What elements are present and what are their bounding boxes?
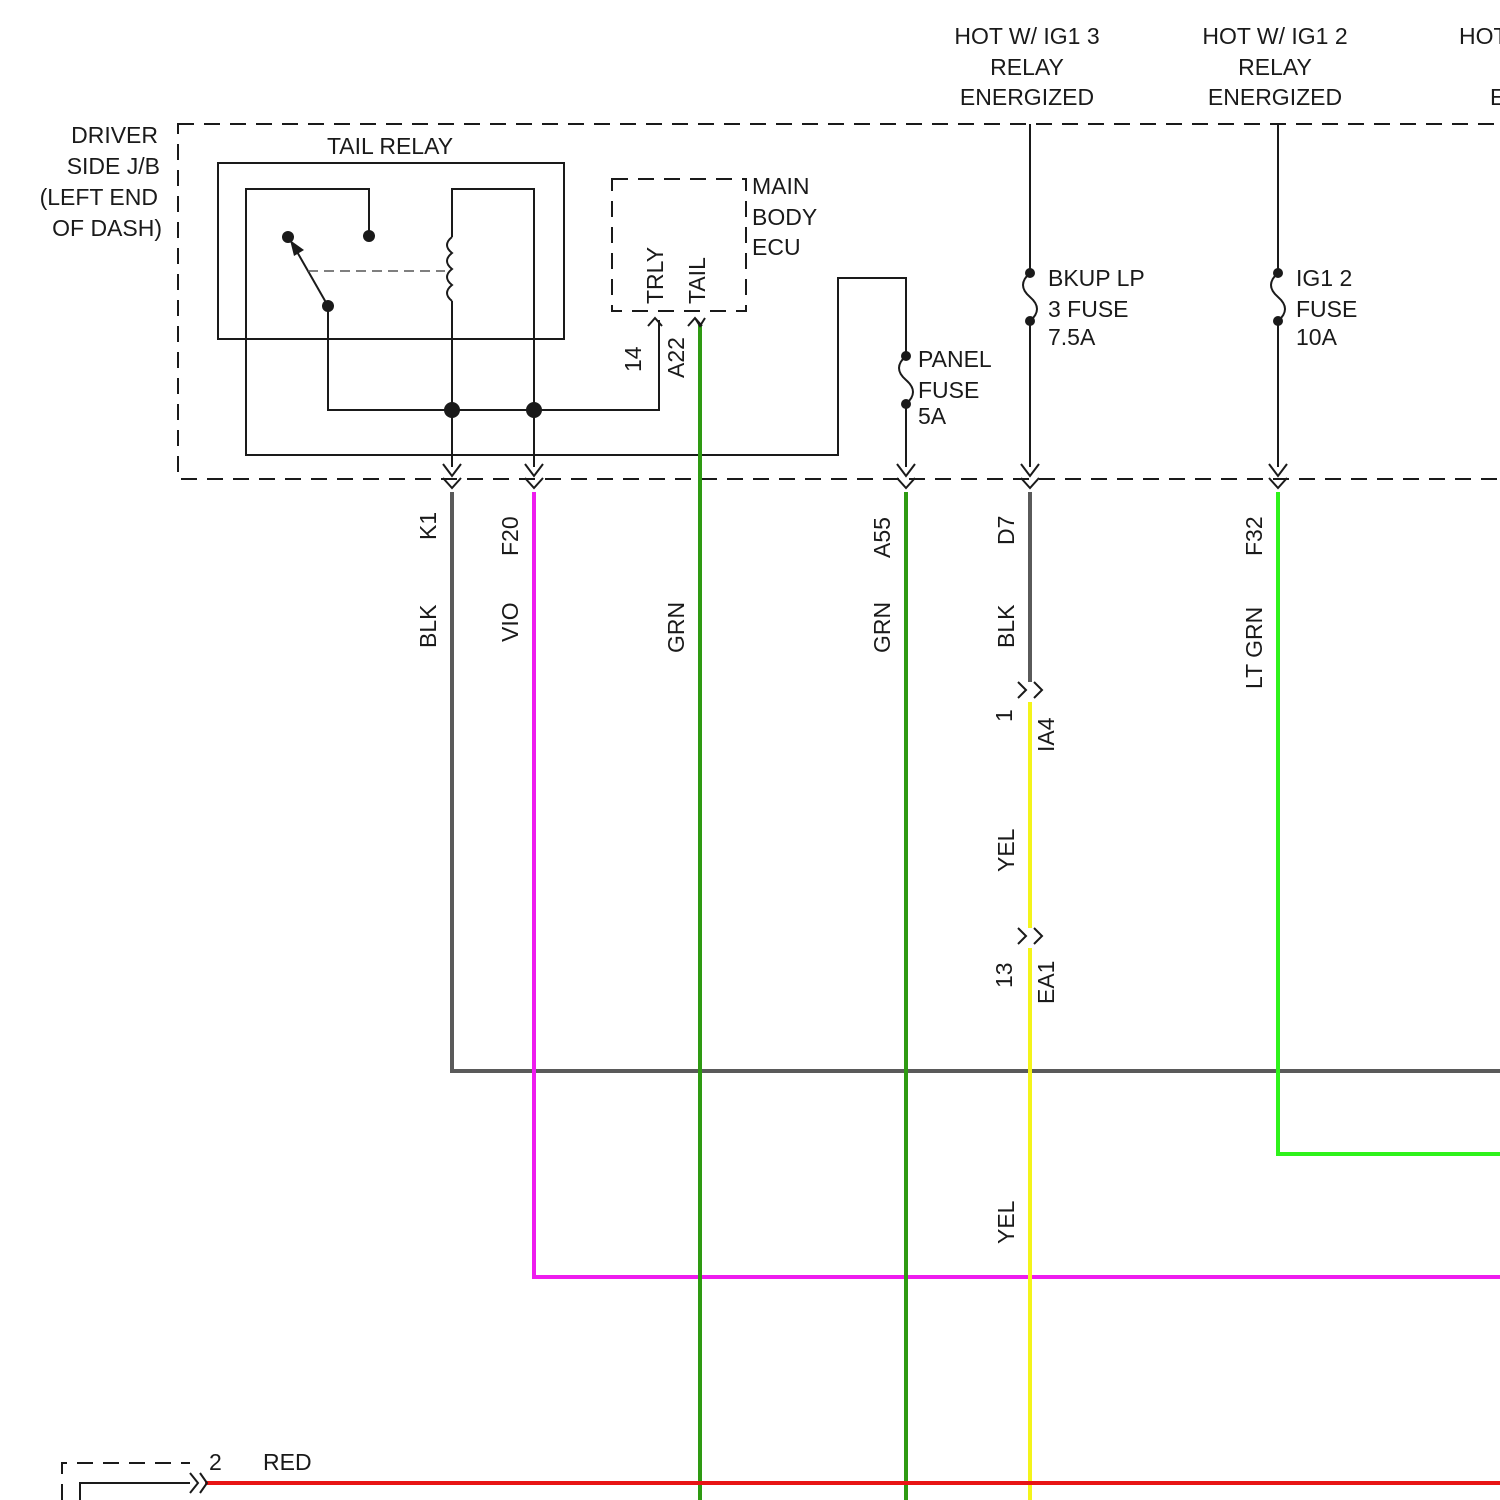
ecu-line1: MAIN [752,173,810,199]
wire-color-vio: VIO [497,602,523,642]
connector-ea1-icon [1018,928,1042,944]
terminal-f32: F32 [1241,516,1267,556]
relay-common-line [328,306,659,410]
bkup-fuse-line3: 7.5A [1048,324,1096,350]
connector-k1-icon [443,464,461,488]
ecu-line2: BODY [752,204,817,230]
wire-blk-k1 [452,492,1500,1071]
wire-ltgrn-f32 [1278,492,1500,1154]
bkup-lp-fuse [1023,124,1037,467]
ig12-fuse-label: IG1 2 FUSE 10A [1296,265,1357,350]
hot-ig13-line1: HOT W/ IG1 3 [954,23,1099,49]
panel-fuse-label: PANEL FUSE 5A [918,346,992,429]
connector-f20-icon [525,464,543,488]
hot-ig12-line3: ENERGIZED [1208,84,1342,110]
relay-contact-arm-tip [282,231,294,243]
bkup-fuse-line1: BKUP LP [1048,265,1145,291]
ig1-2-fuse [1271,124,1285,467]
splice-k1 [444,402,460,418]
ecu-pin-trly: TRLY [642,247,668,304]
ig12-fuse-line3: 10A [1296,324,1338,350]
bkup-fuse-line2: 3 FUSE [1048,296,1129,322]
hot-label-ig12: HOT W/ IG1 2 RELAY ENERGIZED [1202,23,1347,110]
ia4-connector-label: IA4 [1033,717,1059,752]
wires [205,325,1500,1500]
ea1-pin: 13 [991,962,1017,988]
junction-connectors [80,318,1287,1500]
relay-coil-loop [452,189,534,467]
ecu-pin-tail: TAIL [684,257,710,304]
ea1-connector-label: EA1 [1033,961,1059,1004]
wire-color-yel-1: YEL [993,828,1019,872]
connector-ecu-icon [648,318,705,326]
wire-color-red: RED [263,1449,312,1475]
panel-fuse-line3: 5A [918,403,947,429]
relay-coil [447,237,452,301]
hot-cut-line1: HOT [1459,23,1500,49]
connector-ia4-icon [1018,682,1042,698]
terminal-f20: F20 [497,516,523,556]
wire-color-blk-k1: BLK [415,604,441,648]
ecu-pin-number: 14 [620,346,646,372]
wire-color-ltgrn: LT GRN [1241,607,1267,689]
terminal-d7: D7 [993,516,1019,545]
jb-line4: OF DASH) [52,215,162,241]
hot-ig13-line3: ENERGIZED [960,84,1094,110]
panel-fuse [899,351,913,467]
junction-block-label: DRIVER SIDE J/B (LEFT END OF DASH) [40,122,162,241]
bottom-component-boundary [62,1463,190,1500]
ecu-connector-a22: A22 [663,337,689,378]
hot-cut-line2: E [1490,84,1500,110]
main-body-ecu-boundary [612,179,746,311]
wire-color-grn-tail: GRN [663,602,689,653]
relay-arm-arrow [290,240,304,256]
jb-line1: DRIVER [71,122,158,148]
panel-fuse-line1: PANEL [918,346,992,372]
wire-color-blk-d7: BLK [993,604,1019,648]
panel-fuse-line2: FUSE [918,377,979,403]
bottom-pin-2: 2 [209,1449,222,1475]
relay-contact-fixed [363,230,375,242]
ig12-fuse-line2: FUSE [1296,296,1357,322]
hot-ig12-line2: RELAY [1238,54,1312,80]
hot-label-cut: HOT E [1459,23,1500,110]
ia4-pin: 1 [991,709,1017,722]
bkup-fuse-label: BKUP LP 3 FUSE 7.5A [1048,265,1145,350]
connector-red-icon [190,1473,207,1493]
tail-relay-label: TAIL RELAY [327,133,453,159]
hot-label-ig13: HOT W/ IG1 3 RELAY ENERGIZED [954,23,1099,110]
wire-color-grn-a55: GRN [869,602,895,653]
ig12-fuse-line1: IG1 2 [1296,265,1352,291]
terminal-k1: K1 [415,512,441,540]
jb-line2: SIDE J/B [67,153,160,179]
ecu-label: MAIN BODY ECU [752,173,817,260]
terminal-a55: A55 [869,517,895,558]
connector-a55-icon [897,464,915,488]
splice-f20 [526,402,542,418]
ecu-line3: ECU [752,234,801,260]
hot-ig13-line2: RELAY [990,54,1064,80]
connector-f32-icon [1269,464,1287,488]
wire-color-yel-2: YEL [993,1200,1019,1244]
hot-ig12-line1: HOT W/ IG1 2 [1202,23,1347,49]
relay-switch-arm [296,250,328,306]
jb-line3: (LEFT END [40,184,158,210]
bottom-component-lead [80,1483,190,1500]
connector-d7-icon [1021,464,1039,488]
